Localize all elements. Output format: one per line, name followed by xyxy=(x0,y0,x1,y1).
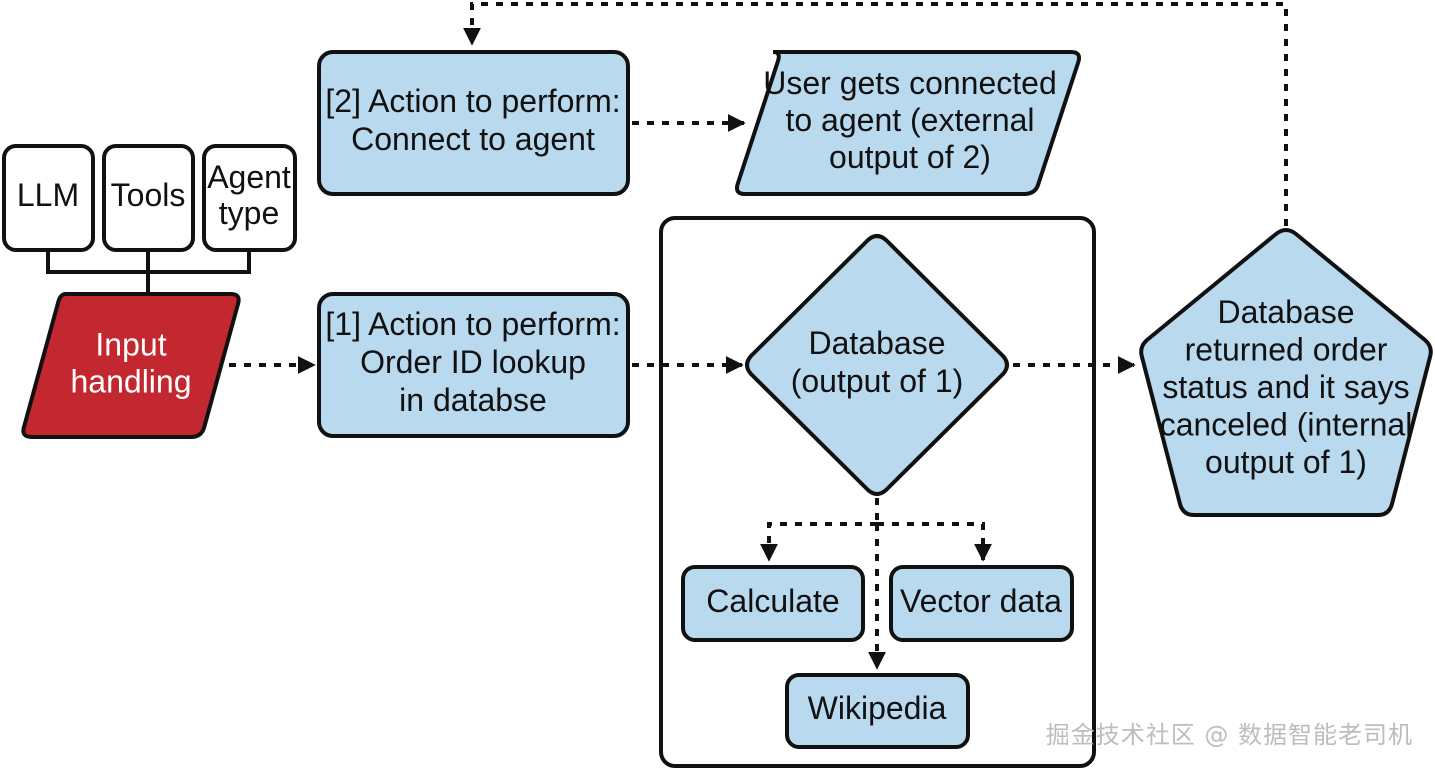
label-line: Database xyxy=(809,325,946,361)
wikipedia-label: Wikipedia xyxy=(808,690,947,726)
label-line: status and it says xyxy=(1162,369,1409,405)
label-line: Order ID lookup xyxy=(360,344,586,380)
calculate-node: Calculate xyxy=(681,565,865,642)
label-line: LLM xyxy=(17,177,79,213)
label-line: output of 1) xyxy=(1205,444,1367,480)
action-2-label: [2] Action to perform:Connect to agent xyxy=(325,83,620,157)
calculate-label: Calculate xyxy=(706,583,839,619)
label-line: type xyxy=(219,195,279,231)
llm-node: LLM xyxy=(2,144,95,252)
database-label: Database(output of 1) xyxy=(791,325,964,399)
label-line: User gets connected xyxy=(763,65,1057,101)
edge-branch-to-vector-data xyxy=(877,522,992,562)
database-node: Database(output of 1) xyxy=(745,234,1009,496)
label-line: Wikipedia xyxy=(808,690,947,726)
label-line: in databse xyxy=(399,382,547,418)
label-line: Input xyxy=(95,327,166,363)
wikipedia-node: Wikipedia xyxy=(785,673,970,749)
vector-data-node: Vector data xyxy=(889,565,1074,642)
label-line: returned order xyxy=(1185,332,1388,368)
label-line: Tools xyxy=(111,177,186,213)
label-line: Connect to agent xyxy=(351,121,595,157)
action-2-node: [2] Action to perform:Connect to agent xyxy=(317,50,630,196)
vector-data-label: Vector data xyxy=(900,583,1062,619)
label-line: [1] Action to perform: xyxy=(325,306,620,342)
label-line: output of 2) xyxy=(829,139,991,175)
label-line: to agent (external xyxy=(785,102,1034,138)
label-line: canceled (internal xyxy=(1160,407,1413,443)
label-line: Vector data xyxy=(900,583,1062,619)
edge-result-to-action-2 xyxy=(463,2,1288,226)
watermark: 掘金技术社区 @ 数据智能老司机 xyxy=(1045,721,1413,749)
config-connector xyxy=(46,250,251,294)
label-line: handling xyxy=(71,364,192,400)
llm-label: LLM xyxy=(17,177,79,213)
label-line: Calculate xyxy=(706,583,839,619)
label-line: (output of 1) xyxy=(791,363,964,399)
label-line: [2] Action to perform: xyxy=(325,83,620,119)
label-line: Agent xyxy=(207,159,291,195)
tools-label: Tools xyxy=(111,177,186,213)
tools-node: Tools xyxy=(102,144,195,252)
label-line: Database xyxy=(1218,294,1355,330)
edge-branch-to-calculate xyxy=(760,522,877,562)
